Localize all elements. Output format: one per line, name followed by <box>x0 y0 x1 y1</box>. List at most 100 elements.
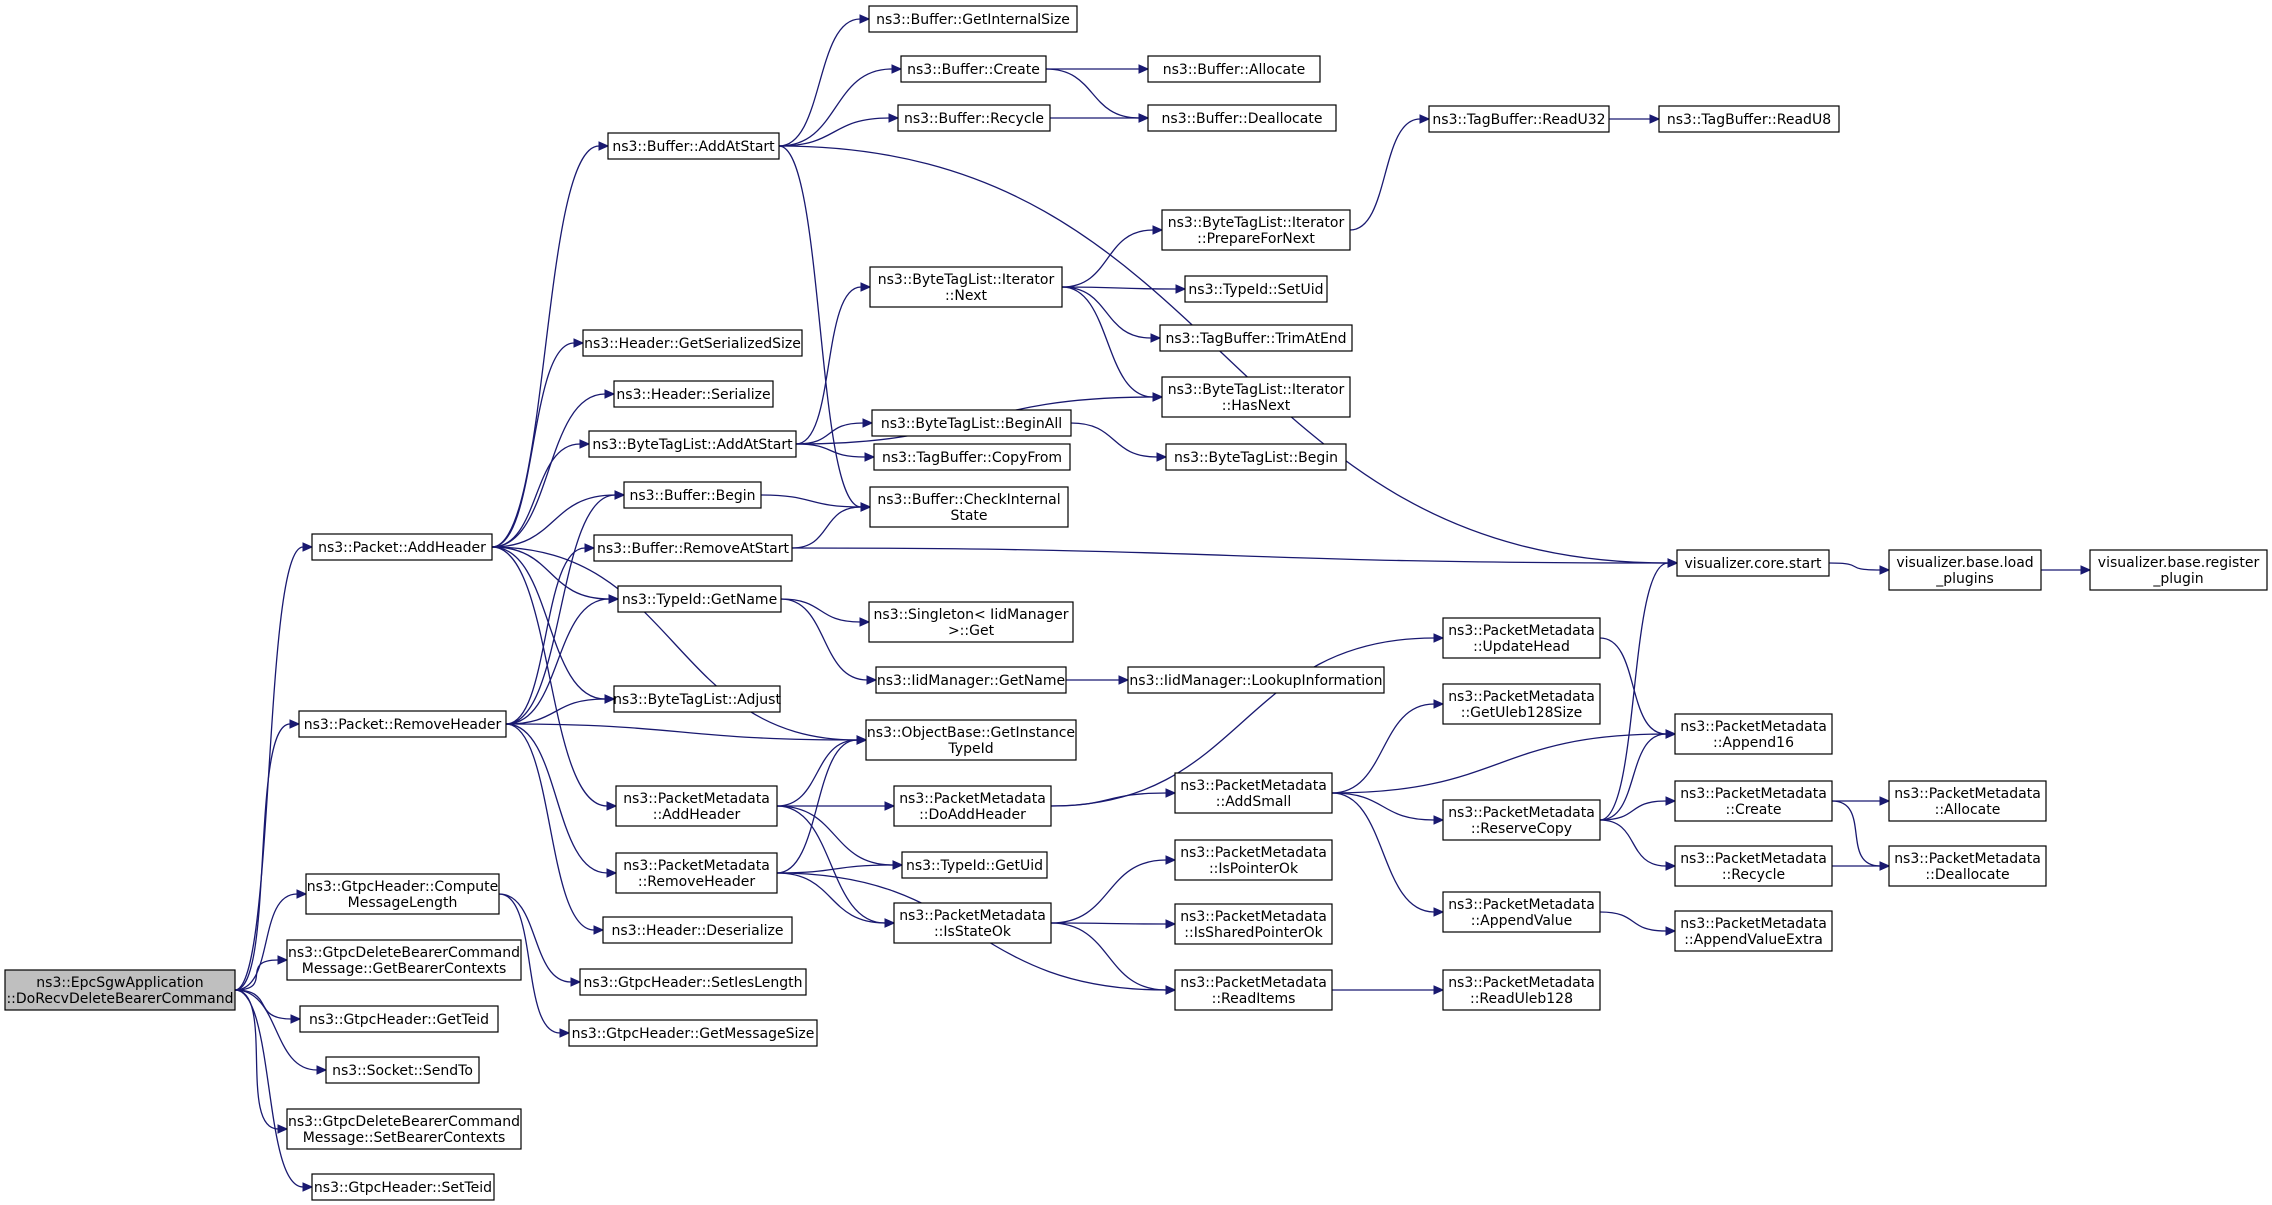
node-label: ns3::Buffer::CheckInternal <box>877 492 1060 508</box>
node-pm-append-value[interactable]: ns3::PacketMetadata::AppendValue <box>1442 891 1601 933</box>
node-pm-read-uleb128[interactable]: ns3::PacketMetadata::ReadUleb128 <box>1442 969 1601 1011</box>
node-buf-get-internal-size[interactable]: ns3::Buffer::GetInternalSize <box>868 5 1078 33</box>
edge-pm-add-header-to-type-id-get-uid <box>776 805 904 870</box>
edge-root-to-get-teid <box>234 989 302 1024</box>
node-btli-prepare[interactable]: ns3::ByteTagList::Iterator::PrepareForNe… <box>1161 209 1351 251</box>
node-box <box>893 902 1052 944</box>
node-pm-is-pointer-ok[interactable]: ns3::PacketMetadata::IsPointerOk <box>1174 839 1333 881</box>
node-box <box>869 266 1063 308</box>
node-singleton-get[interactable]: ns3::Singleton< IidManager>::Get <box>868 601 1074 643</box>
node-iid-get-name[interactable]: ns3::IidManager::GetName <box>875 666 1067 694</box>
node-gtpc-get-msg-size[interactable]: ns3::GtpcHeader::GetMessageSize <box>568 1019 818 1047</box>
node-pm-create[interactable]: ns3::PacketMetadata::Create <box>1674 780 1833 822</box>
node-box <box>1174 969 1333 1011</box>
node-remove-header[interactable]: ns3::Packet::RemoveHeader <box>298 710 507 738</box>
node-pm-add-small[interactable]: ns3::PacketMetadata::AddSmall <box>1174 772 1333 814</box>
node-pm-deallocate[interactable]: ns3::PacketMetadata::Deallocate <box>1888 845 2047 887</box>
node-hdr-get-ser-size[interactable]: ns3::Header::GetSerializedSize <box>582 329 803 357</box>
node-btl-begin-all[interactable]: ns3::ByteTagList::BeginAll <box>871 409 1072 437</box>
node-buf-deallocate[interactable]: ns3::Buffer::Deallocate <box>1147 104 1337 132</box>
node-tb-copy-from[interactable]: ns3::TagBuffer::CopyFrom <box>873 443 1071 471</box>
node-hdr-deserialize[interactable]: ns3::Header::Deserialize <box>602 916 793 944</box>
node-label: ns3::PacketMetadata <box>1680 851 1827 867</box>
node-label: ::IsSharedPointerOk <box>1184 925 1323 941</box>
node-btli-has-next[interactable]: ns3::ByteTagList::Iterator::HasNext <box>1161 376 1351 418</box>
node-pm-read-items[interactable]: ns3::PacketMetadata::ReadItems <box>1174 969 1333 1011</box>
node-pm-remove-header[interactable]: ns3::PacketMetadata::RemoveHeader <box>615 852 778 894</box>
node-buf-recycle[interactable]: ns3::Buffer::Recycle <box>897 104 1051 132</box>
edge-add-header-to-obj-get-instance <box>491 546 868 745</box>
node-buf-add-at-start[interactable]: ns3::Buffer::AddAtStart <box>607 132 780 160</box>
node-get-bearer-contexts[interactable]: ns3::GtpcDeleteBearerCommandMessage::Get… <box>286 939 522 981</box>
node-label: ns3::Socket::SendTo <box>332 1063 473 1079</box>
node-type-id-set-uid[interactable]: ns3::TypeId::SetUid <box>1184 275 1328 303</box>
node-type-id-get-name[interactable]: ns3::TypeId::GetName <box>617 585 782 613</box>
node-pm-append-value-extra[interactable]: ns3::PacketMetadata::AppendValueExtra <box>1674 910 1833 952</box>
node-pm-add-header[interactable]: ns3::PacketMetadata::AddHeader <box>615 785 778 827</box>
edge-add-header-to-hdr-serialize <box>491 389 616 548</box>
node-pm-append16[interactable]: ns3::PacketMetadata::Append16 <box>1674 713 1833 755</box>
node-tb-trim-at-end[interactable]: ns3::TagBuffer::TrimAtEnd <box>1159 324 1353 352</box>
node-send-to[interactable]: ns3::Socket::SendTo <box>325 1056 480 1084</box>
node-set-bearer-contexts[interactable]: ns3::GtpcDeleteBearerCommandMessage::Set… <box>286 1108 522 1150</box>
node-label: ::Recycle <box>1722 867 1785 883</box>
node-label: ns3::IidManager::GetName <box>877 673 1065 689</box>
edge-remove-header-to-btl-adjust <box>505 694 616 725</box>
node-btli-next[interactable]: ns3::ByteTagList::Iterator::Next <box>869 266 1063 308</box>
node-box <box>1674 780 1833 822</box>
node-btl-adjust[interactable]: ns3::ByteTagList::Adjust <box>613 685 781 713</box>
node-viz-load-plugins[interactable]: visualizer.base.load_plugins <box>1888 549 2042 591</box>
node-box <box>1674 845 1833 887</box>
edge-type-id-get-name-to-iid-get-name <box>780 598 878 685</box>
edge-pm-create-to-pm-deallocate <box>1831 800 1891 871</box>
edge-btli-next-to-btli-prepare <box>1061 225 1164 288</box>
edge-pm-is-state-ok-to-pm-read-items <box>1050 922 1177 995</box>
edge-btl-begin-all-to-btl-begin <box>1070 422 1168 462</box>
node-buf-begin[interactable]: ns3::Buffer::Begin <box>623 481 762 509</box>
call-edges <box>234 14 2092 1192</box>
node-pm-do-add-header[interactable]: ns3::PacketMetadata::DoAddHeader <box>893 785 1052 827</box>
node-viz-core-start[interactable]: visualizer.core.start <box>1676 549 1830 577</box>
node-label: ns3::PacketMetadata <box>1448 897 1595 913</box>
node-buf-remove-at-start[interactable]: ns3::Buffer::RemoveAtStart <box>593 534 793 562</box>
node-label: ::AddHeader <box>653 807 741 823</box>
node-viz-register-plugin[interactable]: visualizer.base.register_plugin <box>2089 549 2268 591</box>
node-pm-get-uleb128-size[interactable]: ns3::PacketMetadata::GetUleb128Size <box>1442 683 1601 725</box>
node-box <box>1165 443 1347 471</box>
edge-root-to-gtpc-compute <box>234 889 308 991</box>
edge-buf-add-at-start-to-buf-get-internal-size <box>778 14 871 147</box>
node-gtpc-set-ies-length[interactable]: ns3::GtpcHeader::SetIesLength <box>579 968 807 996</box>
node-label: ns3::PacketMetadata <box>1680 786 1827 802</box>
node-btl-begin[interactable]: ns3::ByteTagList::Begin <box>1165 443 1347 471</box>
node-root[interactable]: ns3::EpcSgwApplication::DoRecvDeleteBear… <box>4 969 236 1011</box>
node-label: ns3::ByteTagList::Iterator <box>1168 215 1345 231</box>
node-pm-allocate[interactable]: ns3::PacketMetadata::Allocate <box>1888 780 2047 822</box>
node-buf-create[interactable]: ns3::Buffer::Create <box>900 55 1047 83</box>
node-pm-reserve-copy[interactable]: ns3::PacketMetadata::ReserveCopy <box>1442 799 1601 841</box>
node-iid-lookup[interactable]: ns3::IidManager::LookupInformation <box>1127 666 1385 694</box>
node-buf-allocate[interactable]: ns3::Buffer::Allocate <box>1147 55 1321 83</box>
node-pm-is-state-ok[interactable]: ns3::PacketMetadata::IsStateOk <box>893 902 1052 944</box>
node-type-id-get-uid[interactable]: ns3::TypeId::GetUid <box>901 851 1048 879</box>
node-label: ns3::ByteTagList::Adjust <box>613 692 781 708</box>
node-pm-update-head[interactable]: ns3::PacketMetadata::UpdateHead <box>1442 617 1601 659</box>
node-hdr-serialize[interactable]: ns3::Header::Serialize <box>613 380 774 408</box>
node-label: ns3::ByteTagList::AddAtStart <box>592 437 793 453</box>
node-box <box>868 601 1074 643</box>
edge-pm-is-state-ok-to-pm-is-pointer-ok <box>1050 855 1177 924</box>
node-tb-read-u32[interactable]: ns3::TagBuffer::ReadU32 <box>1428 105 1610 133</box>
node-label: ns3::ByteTagList::Iterator <box>878 272 1055 288</box>
node-get-teid[interactable]: ns3::GtpcHeader::GetTeid <box>299 1005 499 1033</box>
node-box <box>1428 105 1610 133</box>
node-box <box>1442 683 1601 725</box>
node-add-header[interactable]: ns3::Packet::AddHeader <box>311 533 493 561</box>
node-pm-recycle[interactable]: ns3::PacketMetadata::Recycle <box>1674 845 1833 887</box>
node-btl-add-at-start[interactable]: ns3::ByteTagList::AddAtStart <box>588 430 797 458</box>
node-set-teid[interactable]: ns3::GtpcHeader::SetTeid <box>311 1173 495 1201</box>
node-label: ns3::Buffer::Recycle <box>904 111 1044 127</box>
node-pm-is-shared-pointer-ok[interactable]: ns3::PacketMetadata::IsSharedPointerOk <box>1174 903 1333 945</box>
node-tb-read-u8[interactable]: ns3::TagBuffer::ReadU8 <box>1658 105 1840 133</box>
